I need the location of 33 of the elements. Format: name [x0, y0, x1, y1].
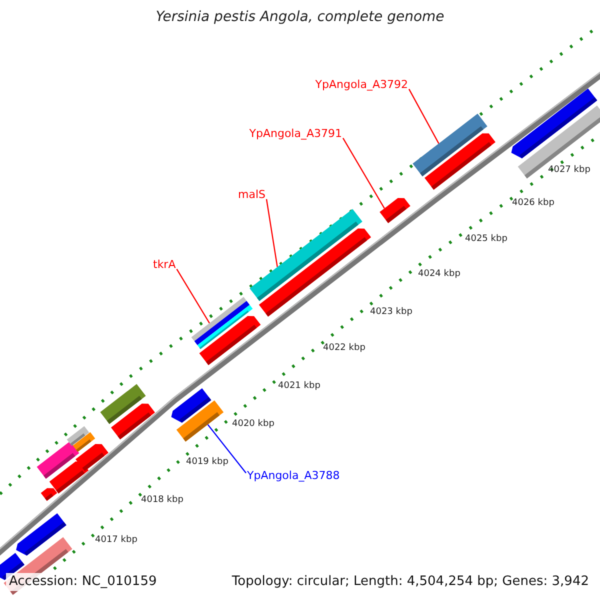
gene-bar — [171, 388, 212, 423]
gene-bar — [16, 513, 66, 556]
gene-bar — [111, 404, 155, 440]
scale-label: 4025 kbp — [465, 235, 508, 245]
gene-label: tkrA — [153, 259, 176, 272]
gene-bar — [199, 316, 261, 366]
gene-bar — [191, 296, 253, 350]
leader-line — [408, 88, 440, 144]
gene-bar — [424, 133, 496, 190]
title: Yersinia pestis Angola, complete genome — [154, 10, 446, 26]
gene-bar — [76, 444, 108, 472]
scale-label: 4020 kbp — [232, 420, 274, 430]
gene-label: YpAngola_A3791 — [249, 128, 342, 140]
scale-label: 4018 kbp — [141, 496, 184, 506]
leader-line — [342, 138, 385, 209]
gene-bar — [258, 228, 372, 317]
gene-label: YpAngola_A3788 — [247, 470, 340, 482]
scale-label: 4017 kbp — [95, 536, 138, 546]
leader-line — [176, 268, 210, 324]
scale-label: 4024 kbp — [418, 270, 460, 280]
leader-line — [207, 424, 246, 474]
scale-label: 4027 kbp — [548, 166, 590, 176]
gene-bar — [40, 488, 58, 501]
scale-label: 4021 kbp — [278, 382, 320, 392]
scale-label: 4022 kbp — [323, 344, 366, 354]
scale-label: 4023 kbp — [370, 308, 412, 318]
gene-label: YpAngola_A3792 — [315, 79, 408, 92]
gene-bar — [380, 198, 410, 224]
leader-line — [266, 199, 278, 268]
scale-label: 4019 kbp — [186, 458, 228, 468]
scale-label: 4026 kbp — [512, 199, 554, 209]
gene-label: malS — [238, 189, 266, 202]
gene-bar — [518, 106, 600, 178]
